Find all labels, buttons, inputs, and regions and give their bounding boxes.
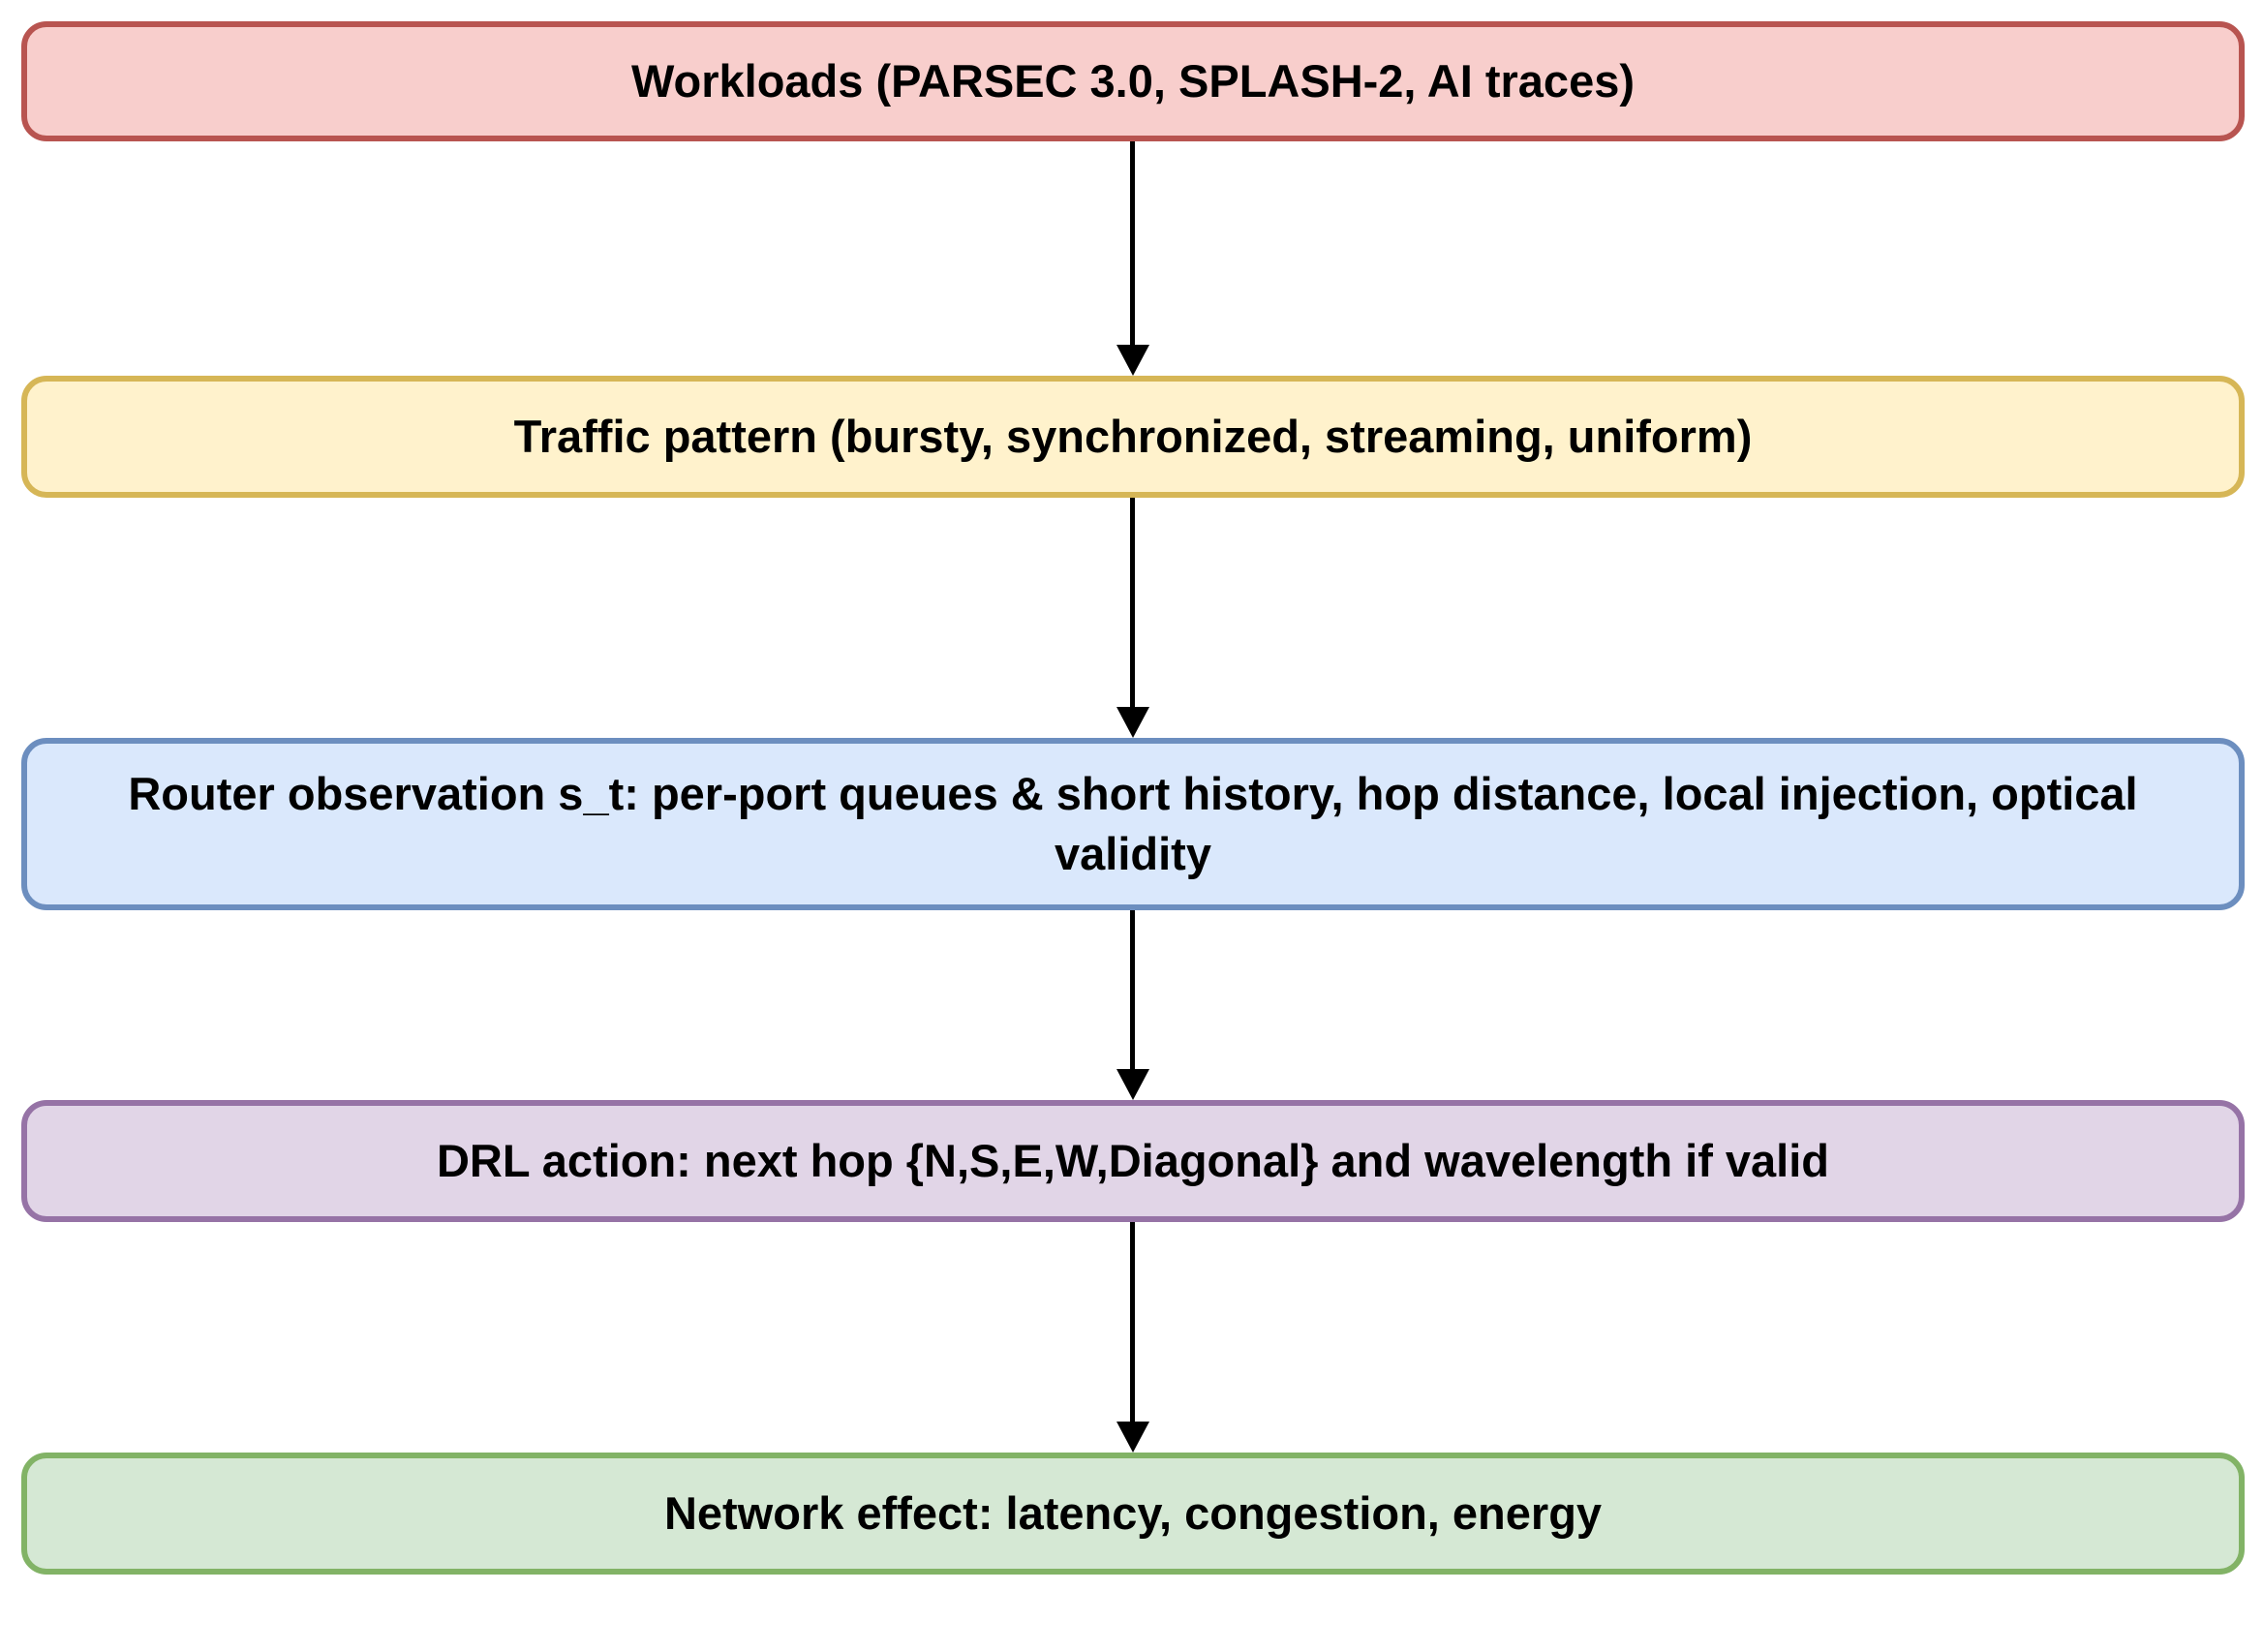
edge-observation-to-action — [1116, 910, 1149, 1100]
node-network-effect[interactable]: Network effect: latency, congestion, ene… — [21, 1453, 2245, 1575]
edge-action-to-effect — [1116, 1222, 1149, 1453]
node-workloads-label: Workloads (PARSEC 3.0, SPLASH-2, AI trac… — [630, 54, 1636, 107]
down-arrow-icon — [1116, 707, 1149, 738]
edge-traffic-to-observation — [1116, 498, 1149, 738]
node-workloads[interactable]: Workloads (PARSEC 3.0, SPLASH-2, AI trac… — [21, 21, 2245, 141]
node-drl-action[interactable]: DRL action: next hop {N,S,E,W,Diagonal} … — [21, 1100, 2245, 1222]
down-arrow-icon — [1116, 1069, 1149, 1100]
node-traffic-pattern-label: Traffic pattern (bursty, synchronized, s… — [513, 410, 1753, 462]
node-drl-action-label: DRL action: next hop {N,S,E,W,Diagonal} … — [436, 1134, 1830, 1186]
edge-line — [1130, 498, 1135, 709]
node-router-observation[interactable]: Router observation s_t: per-port queues … — [21, 738, 2245, 910]
edge-line — [1130, 1222, 1135, 1423]
down-arrow-icon — [1116, 345, 1149, 376]
edge-workloads-to-traffic — [1116, 141, 1149, 376]
node-router-observation-label: Router observation s_t: per-port queues … — [128, 767, 2138, 879]
edge-line — [1130, 141, 1135, 347]
node-network-effect-label: Network effect: latency, congestion, ene… — [663, 1486, 1603, 1539]
down-arrow-icon — [1116, 1422, 1149, 1453]
edge-line — [1130, 910, 1135, 1071]
node-traffic-pattern[interactable]: Traffic pattern (bursty, synchronized, s… — [21, 376, 2245, 498]
